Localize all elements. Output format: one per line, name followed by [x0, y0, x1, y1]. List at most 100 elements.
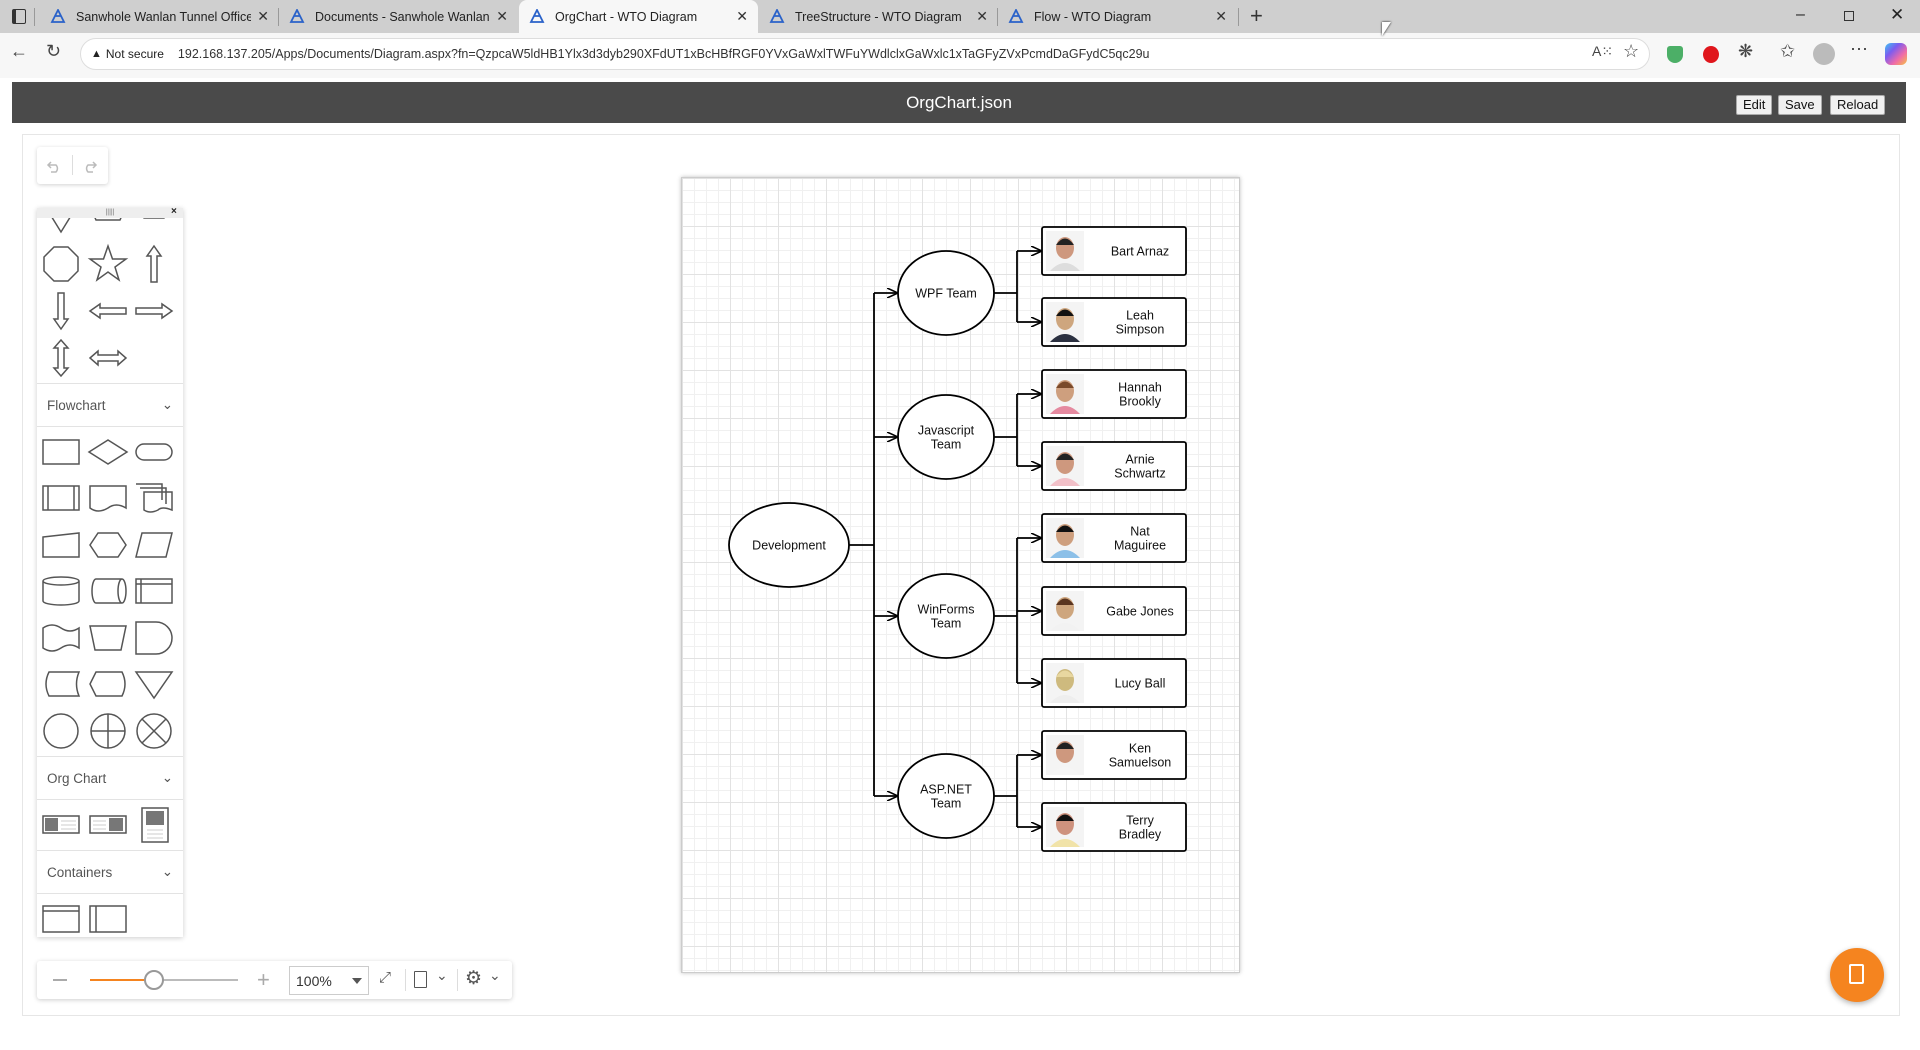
- shape-arrow-up-icon[interactable]: [132, 242, 176, 286]
- shape-org-card-right-icon[interactable]: [86, 802, 130, 846]
- shape-terminator-icon[interactable]: [132, 430, 176, 474]
- employee-photo-hair[interactable]: [1056, 814, 1074, 822]
- shape-internal-storage-icon[interactable]: [132, 569, 176, 613]
- zoom-in-button[interactable]: +: [257, 967, 270, 992]
- security-label[interactable]: Not secure: [105, 47, 164, 61]
- employee-photo-hair[interactable]: [1056, 238, 1074, 246]
- new-tab-button[interactable]: +: [1250, 3, 1263, 28]
- refresh-icon[interactable]: ↻: [46, 41, 62, 61]
- node-team[interactable]: [897, 753, 995, 839]
- shape-direct-data-icon[interactable]: [86, 569, 130, 613]
- shape-preparation-icon[interactable]: [86, 523, 130, 567]
- node-team[interactable]: [897, 573, 995, 659]
- section-containers[interactable]: Containers⌄: [37, 850, 183, 894]
- reload-button[interactable]: Reload: [1830, 95, 1886, 115]
- employee-photo-body[interactable]: [1050, 478, 1080, 486]
- browser-tab[interactable]: Sanwhole Wanlan Tunnel Office✕: [40, 0, 279, 33]
- employee-photo-hair[interactable]: [1056, 670, 1074, 678]
- zoom-slider-thumb[interactable]: [143, 970, 164, 990]
- employee-photo-hair[interactable]: [1056, 598, 1074, 606]
- employee-photo-hair[interactable]: [1056, 453, 1074, 461]
- shape-database-icon[interactable]: [39, 569, 83, 613]
- zoom-select[interactable]: 100%: [289, 966, 369, 995]
- undo-icon[interactable]: [45, 156, 65, 176]
- browser-tab[interactable]: Flow - WTO Diagram✕: [998, 0, 1237, 33]
- shape-summing-junction-icon[interactable]: [132, 709, 176, 753]
- shape-triangle-down-icon[interactable]: [39, 218, 83, 246]
- employee-photo-body[interactable]: [1050, 767, 1080, 775]
- profile-avatar[interactable]: [1813, 43, 1835, 65]
- shape-connector-icon[interactable]: [39, 709, 83, 753]
- employee-photo-body[interactable]: [1050, 623, 1080, 631]
- shape-octagon-icon[interactable]: [39, 242, 83, 286]
- opera-extension-icon[interactable]: [1703, 46, 1719, 63]
- restore-button[interactable]: [1844, 11, 1854, 21]
- close-tab-icon[interactable]: ✕: [257, 8, 269, 24]
- favorites-icon[interactable]: ✩: [1780, 41, 1796, 61]
- url-text[interactable]: 192.168.137.205/Apps/Documents/Diagram.a…: [177, 47, 1150, 61]
- favorite-star-icon[interactable]: ☆: [1623, 41, 1640, 61]
- employee-photo-body[interactable]: [1050, 695, 1080, 703]
- save-button[interactable]: Save: [1778, 95, 1822, 115]
- shape-arrow-left-icon[interactable]: [86, 289, 130, 333]
- node-team[interactable]: [897, 250, 995, 336]
- shape-arrow-up-down-icon[interactable]: [39, 336, 83, 380]
- edit-button[interactable]: Edit: [1736, 95, 1773, 115]
- tab-actions-icon[interactable]: [12, 9, 26, 24]
- zoom-out-button[interactable]: [53, 979, 67, 981]
- shape-arrow-right-icon[interactable]: [132, 289, 176, 333]
- palette-drag-handle[interactable]: |||||: [37, 208, 183, 218]
- close-window-button[interactable]: ✕: [1890, 5, 1905, 24]
- chevron-down-icon[interactable]: ⌄: [436, 967, 448, 983]
- back-icon[interactable]: ←: [10, 41, 28, 61]
- shape-trapezoid-icon[interactable]: [86, 218, 130, 246]
- employee-photo-body[interactable]: [1050, 406, 1080, 414]
- shape-arrow-down-icon[interactable]: [39, 289, 83, 333]
- employee-photo-body[interactable]: [1050, 550, 1080, 558]
- section-org-chart[interactable]: Org Chart⌄: [37, 756, 183, 800]
- section-flowchart[interactable]: Flowchart⌄: [37, 383, 183, 427]
- shape-document-icon[interactable]: [86, 476, 130, 520]
- shield-extension-icon[interactable]: [1667, 46, 1683, 63]
- shape-process-icon[interactable]: [39, 430, 83, 474]
- shape-star-icon[interactable]: [86, 242, 130, 286]
- read-aloud-icon[interactable]: A⁙: [1592, 43, 1614, 59]
- shape-arrow-left-right-icon[interactable]: [86, 336, 130, 380]
- employee-photo-body[interactable]: [1050, 334, 1080, 342]
- close-tab-icon[interactable]: ✕: [736, 8, 748, 24]
- shape-delay-icon[interactable]: [132, 616, 176, 660]
- settings-gear-icon[interactable]: ⚙: [465, 968, 483, 989]
- address-bar[interactable]: ▲ Not secure 192.168.137.205/Apps/Docume…: [80, 38, 1650, 70]
- employee-photo-body[interactable]: [1050, 263, 1080, 271]
- shape-decision-icon[interactable]: [86, 430, 130, 474]
- close-tab-icon[interactable]: ✕: [1215, 8, 1227, 24]
- redo-icon[interactable]: [79, 156, 99, 176]
- browser-tab[interactable]: OrgChart - WTO Diagram✕: [519, 0, 758, 33]
- zoom-slider[interactable]: [90, 970, 238, 990]
- shape-predefined-process-icon[interactable]: [39, 476, 83, 520]
- employee-photo-body[interactable]: [1050, 839, 1080, 847]
- shape-manual-operation-icon[interactable]: [86, 616, 130, 660]
- shape-display-icon[interactable]: [86, 662, 130, 706]
- extensions-icon[interactable]: ❋: [1738, 41, 1754, 61]
- employee-photo-hair[interactable]: [1056, 309, 1074, 317]
- chevron-down-icon[interactable]: ⌄: [489, 967, 501, 983]
- more-icon[interactable]: ⋯: [1850, 39, 1868, 59]
- employee-photo-hair[interactable]: [1056, 381, 1074, 389]
- shape-punched-tape-icon[interactable]: [39, 616, 83, 660]
- shape-org-card-left-icon[interactable]: [39, 802, 83, 846]
- shape-data-icon[interactable]: [132, 523, 176, 567]
- browser-tab[interactable]: Documents - Sanwhole Wanlan Tunnel Offic…: [279, 0, 518, 33]
- shape-container-vertical-icon[interactable]: [86, 896, 130, 937]
- shape-manual-input-icon[interactable]: [39, 523, 83, 567]
- close-tab-icon[interactable]: ✕: [496, 8, 508, 24]
- node-team[interactable]: [897, 394, 995, 480]
- browser-tab[interactable]: TreeStructure - WTO Diagram✕: [759, 0, 998, 33]
- copilot-icon[interactable]: [1885, 43, 1907, 65]
- palette-close-icon[interactable]: ×: [171, 208, 177, 217]
- fit-to-page-icon[interactable]: ⤢: [379, 969, 392, 986]
- node-development[interactable]: [728, 502, 850, 588]
- edit-document-fab[interactable]: [1830, 948, 1884, 1002]
- shape-org-card-top-icon[interactable]: [132, 802, 176, 846]
